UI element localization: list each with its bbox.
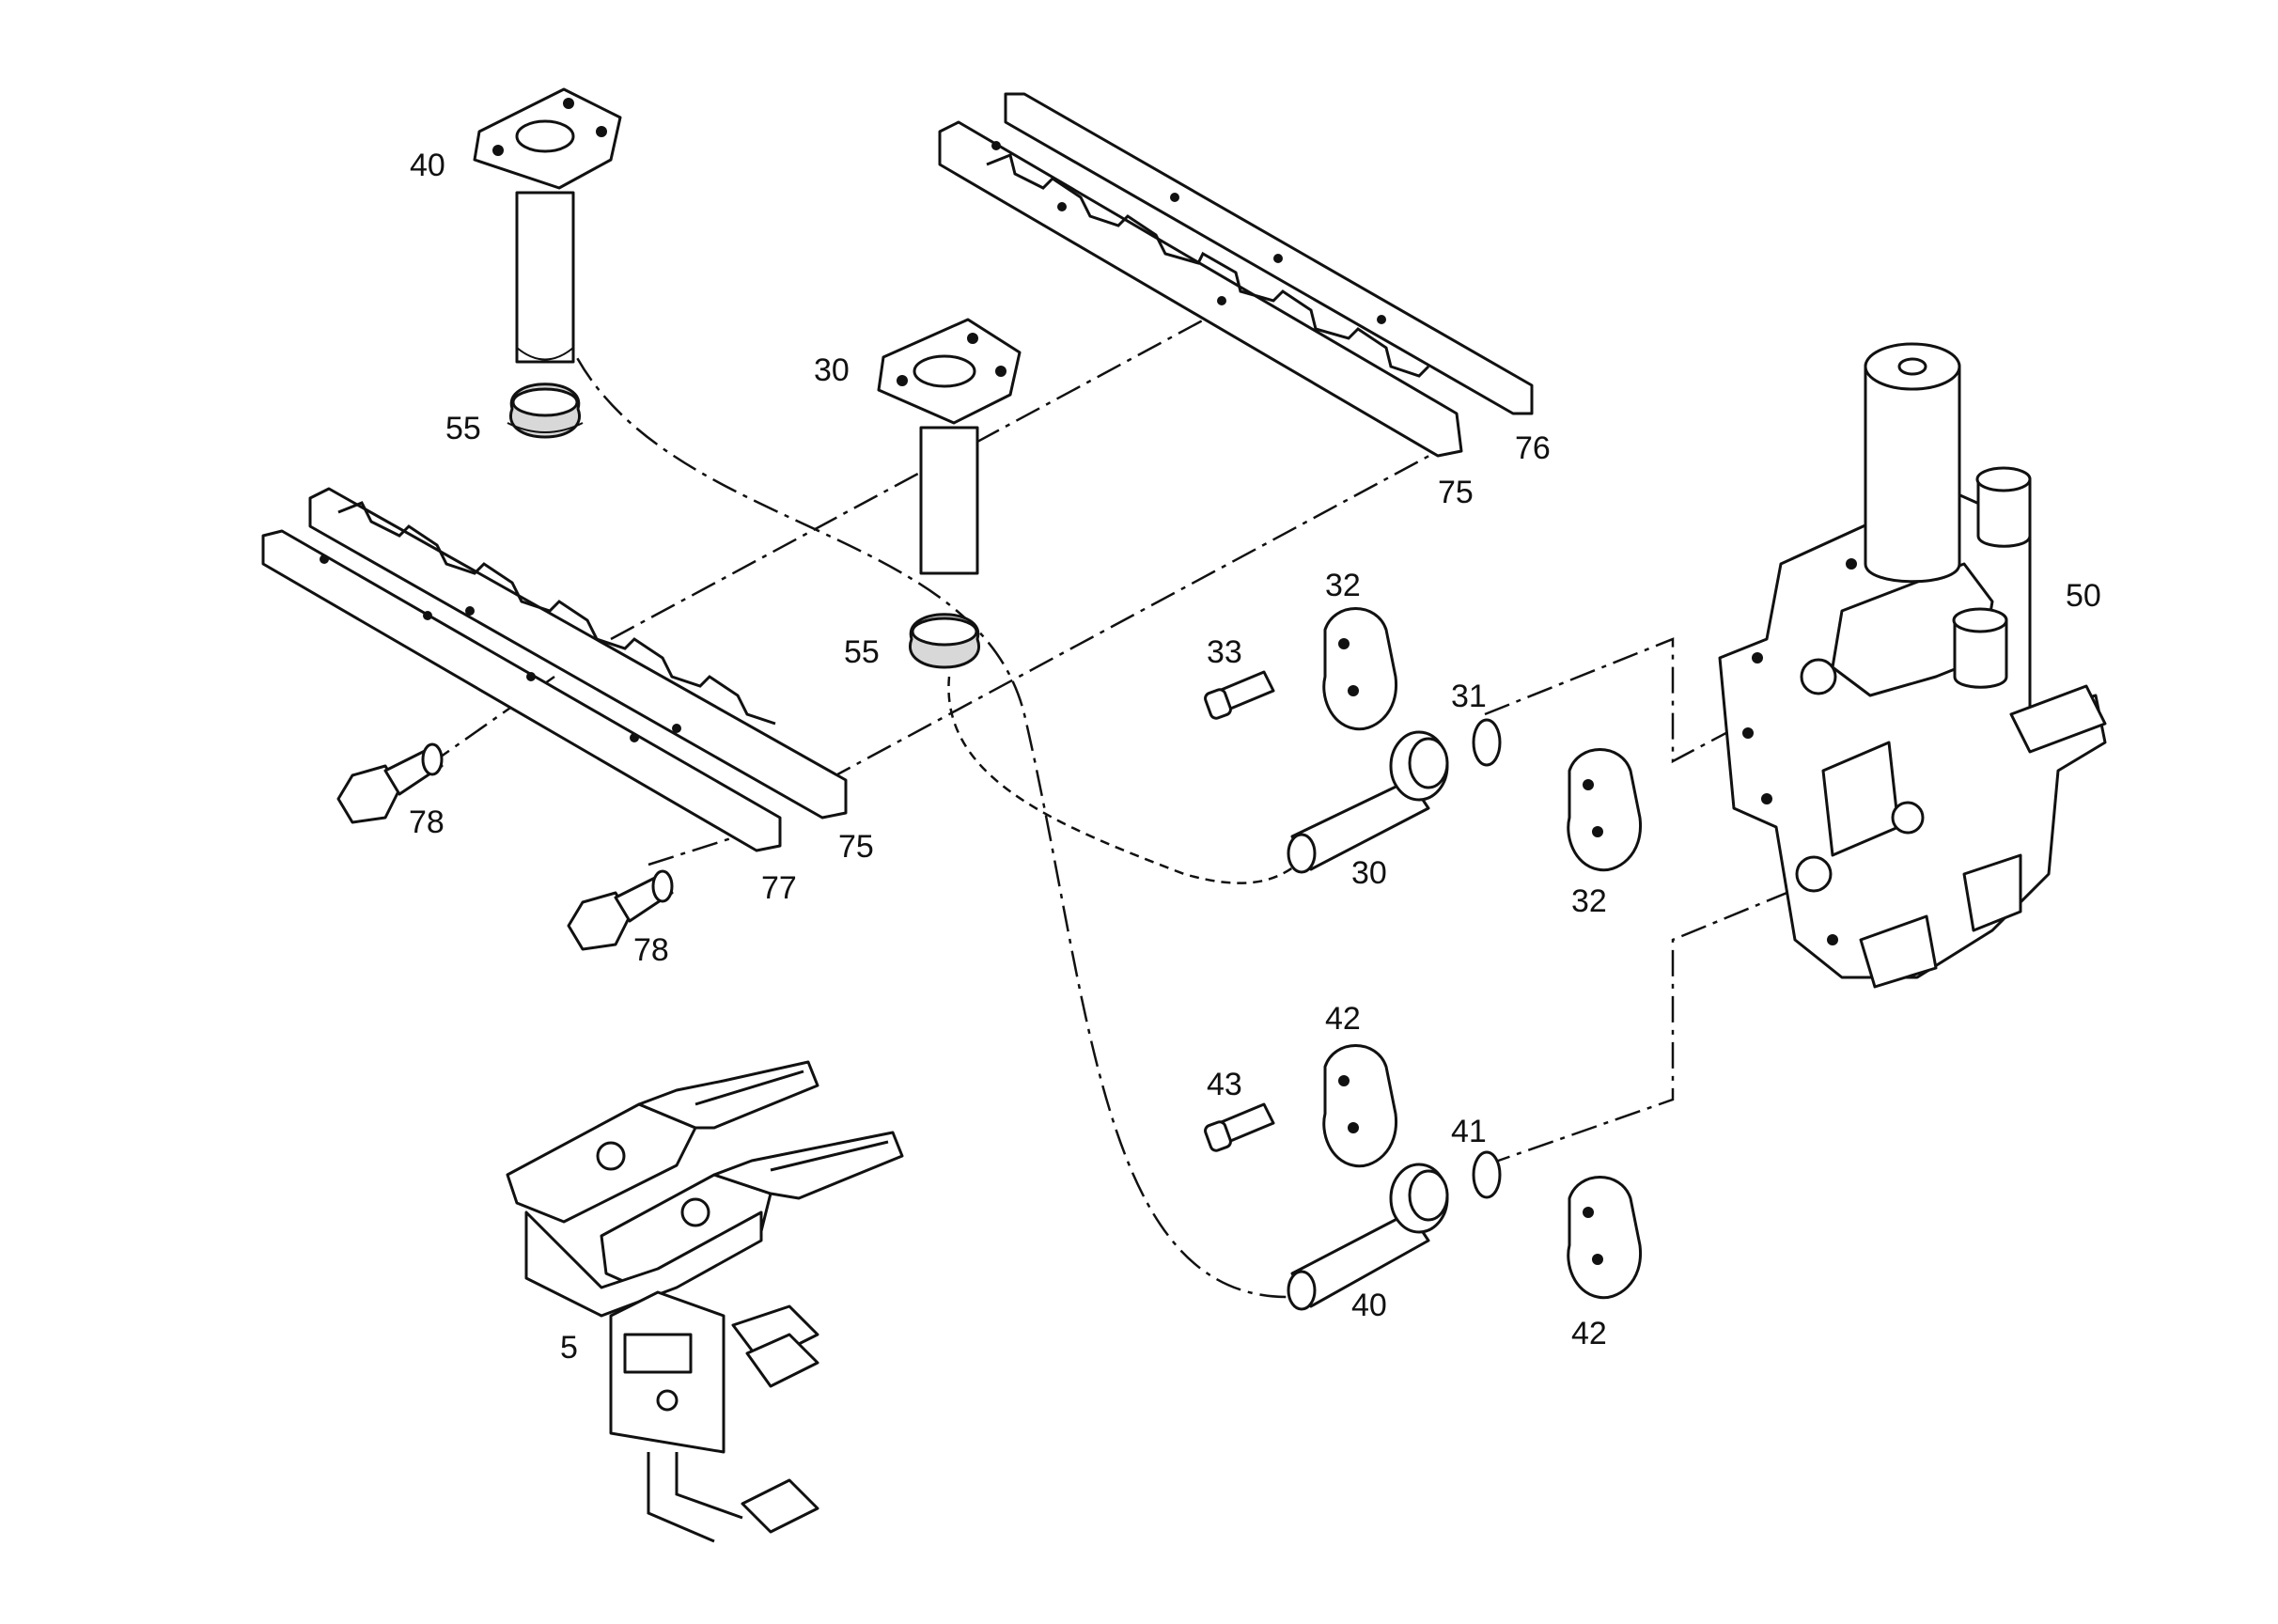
- label-43: 43: [1207, 1067, 1242, 1102]
- part-43-screw: [1204, 1102, 1275, 1152]
- part-30-middle-rod: [877, 318, 1022, 575]
- part-42-upper-clamp: [1322, 1044, 1397, 1168]
- part-labels: 40 55 30 55 76 75 75 77 78 78 32 33 31 3…: [409, 148, 2101, 1366]
- label-31: 31: [1451, 679, 1487, 714]
- label-55-upper: 55: [445, 411, 481, 446]
- part-55-upper-grommet: [507, 383, 584, 439]
- part-32-upper-clamp: [1322, 607, 1397, 731]
- part-40-upper-rod: [473, 87, 622, 364]
- part-41-oring: [1472, 1150, 1502, 1199]
- label-42-upper: 42: [1325, 1001, 1361, 1037]
- label-30-spool: 30: [1351, 855, 1387, 891]
- part-42-lower-clamp: [1567, 1176, 1642, 1300]
- label-50: 50: [2066, 578, 2101, 614]
- label-55-middle: 55: [844, 634, 880, 670]
- label-78-upper: 78: [409, 804, 445, 840]
- label-40-spool: 40: [1351, 1288, 1387, 1323]
- part-5-pedal-assembly: [506, 1060, 904, 1543]
- part-78-bolt-upper: [336, 742, 444, 824]
- part-75-77-lower-rails: [261, 487, 848, 852]
- label-77: 77: [761, 870, 797, 906]
- label-76: 76: [1515, 430, 1551, 466]
- label-33: 33: [1207, 634, 1242, 670]
- label-5: 5: [560, 1330, 578, 1366]
- label-75-lower: 75: [838, 829, 874, 865]
- part-55-middle-grommet: [908, 613, 981, 669]
- label-30-upper: 30: [814, 352, 850, 388]
- label-75-upper: 75: [1438, 475, 1474, 510]
- part-78-bolt-lower: [567, 869, 674, 951]
- label-40-upper: 40: [410, 148, 445, 183]
- part-50-valve-block: [1718, 342, 2107, 989]
- label-32-lower: 32: [1571, 883, 1607, 919]
- part-40-spool: [1287, 1163, 1449, 1311]
- part-33-screw: [1204, 670, 1275, 720]
- label-42-lower: 42: [1571, 1316, 1607, 1351]
- label-32-upper: 32: [1325, 568, 1361, 603]
- connection-lines: [427, 225, 1833, 1299]
- part-32-lower-clamp: [1567, 748, 1642, 872]
- part-30-spool: [1287, 730, 1449, 874]
- label-78-lower: 78: [633, 932, 669, 968]
- label-41: 41: [1451, 1114, 1487, 1149]
- part-75-76-upper-rails: [938, 92, 1534, 458]
- part-31-oring: [1472, 718, 1502, 767]
